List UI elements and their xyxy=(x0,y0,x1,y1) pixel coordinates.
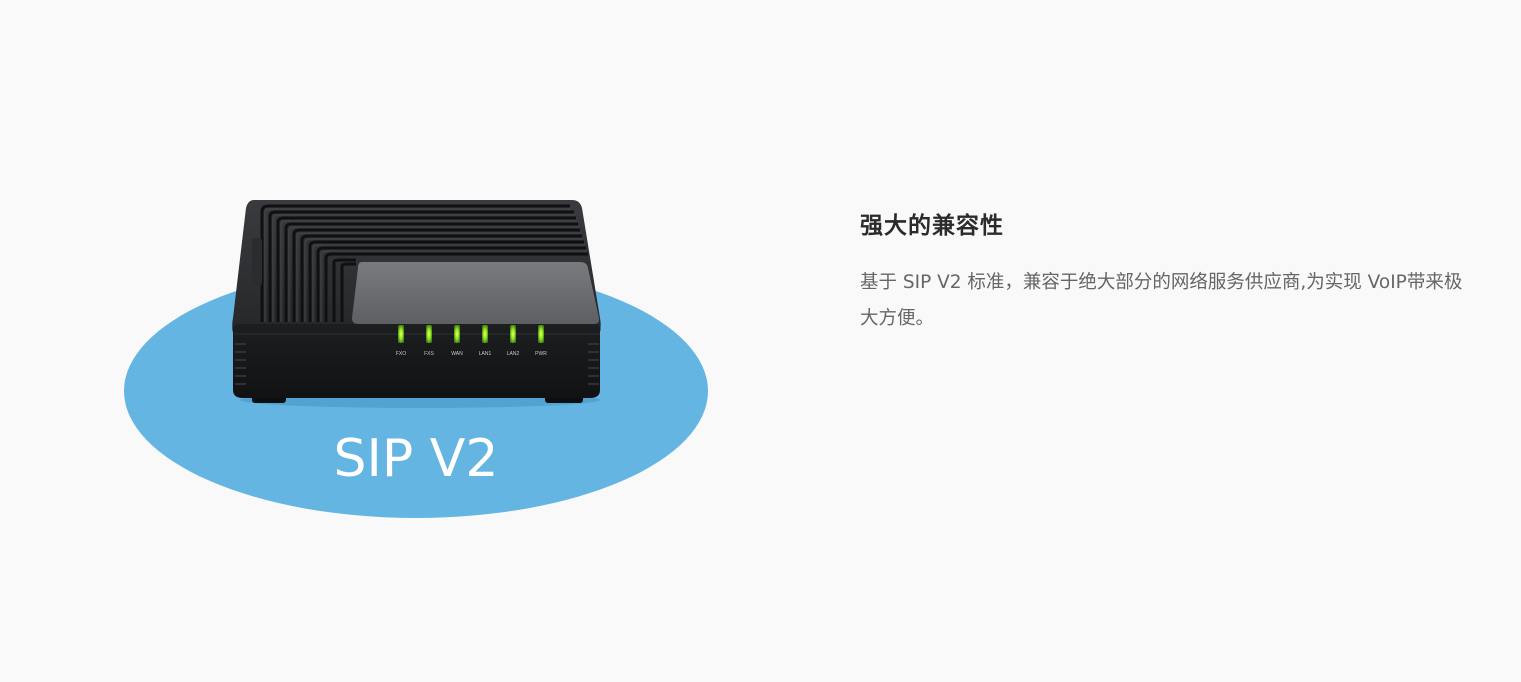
led-label-fxs: FXS xyxy=(424,351,434,357)
voip-gateway-device: FXO FXS WAN LAN1 LAN2 PWR xyxy=(232,200,601,403)
feature-title: 强大的兼容性 xyxy=(860,213,1004,239)
feature-content: 强大的兼容性 基于 SIP V2 标准，兼容于绝大部分的网络服务供应商,为实现 … xyxy=(860,209,1480,337)
product-illustration: FXO FXS WAN LAN1 LAN2 PWR SIP V2 xyxy=(0,0,760,682)
badge-text: SIP V2 xyxy=(334,429,499,489)
led-label-lan1: LAN1 xyxy=(479,351,492,357)
led-label-pwr: PWR xyxy=(535,351,547,357)
feature-description: 基于 SIP V2 标准，兼容于绝大部分的网络服务供应商,为实现 VoIP带来极… xyxy=(860,272,1463,329)
led-label-lan2: LAN2 xyxy=(507,351,520,357)
status-leds xyxy=(398,325,544,343)
led-label-fxo: FXO xyxy=(396,351,406,357)
led-label-wan: WAN xyxy=(451,351,463,357)
product-graphic: FXO FXS WAN LAN1 LAN2 PWR SIP V2 xyxy=(124,200,708,518)
